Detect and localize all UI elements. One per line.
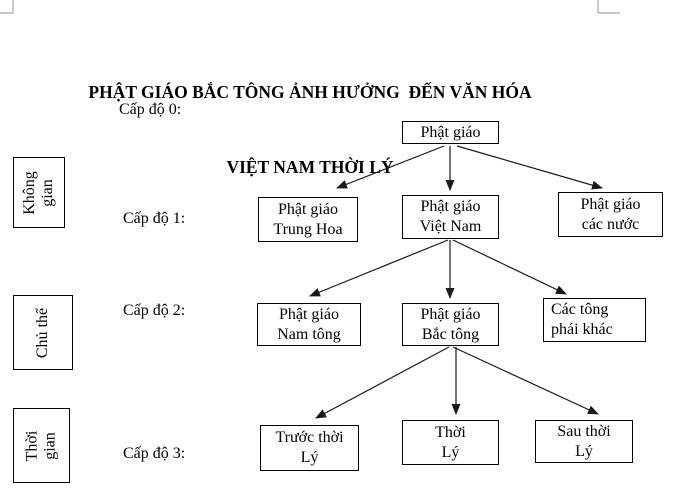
arrow-bac-tong-to-sau-thoi-ly: [452, 346, 599, 415]
level-3-label: Cấp độ 3:: [123, 445, 186, 462]
diagram-title: PHẬT GIÁO BẮC TÔNG ẢNH HƯỞNG ĐẾN VĂN HÓA…: [0, 30, 620, 230]
arrow-bac-tong-to-truoc-thoi-ly: [315, 346, 450, 419]
level-2-label: Cấp độ 2:: [123, 302, 186, 319]
arrow-viet-nam-to-nam-tong: [309, 239, 449, 297]
node-phat-giao-trung-hoa: Phật giáo Trung Hoa: [258, 197, 358, 242]
side-label-time: Thời gian: [23, 430, 59, 461]
crop-mark-top-left-icon: [0, 0, 14, 14]
level-0-label: Cấp độ 0:: [119, 101, 182, 118]
side-label-subject-box: Chủ thể: [13, 295, 73, 370]
title-line-2: VIỆT NAM THỜI LÝ: [226, 157, 394, 177]
node-thoi-ly: Thời Lý: [402, 420, 499, 465]
node-sau-thoi-ly: Sau thời Lý: [535, 420, 633, 463]
node-phat-giao-nam-tong: Phật giáo Nam tông: [257, 303, 361, 346]
node-phat-giao-viet-nam: Phật giáo Việt Nam: [402, 195, 499, 239]
node-phat-giao-bac-tong: Phật giáo Bắc tông: [402, 303, 499, 346]
arrow-viet-nam-to-tong-phai-khac: [452, 239, 567, 295]
node-phat-giao-cac-nuoc: Phật giáo các nước: [558, 192, 663, 237]
side-label-space-box: Không gian: [13, 157, 65, 228]
level-1-label: Cấp độ 1:: [123, 210, 186, 227]
side-label-space: Không gian: [21, 170, 56, 215]
node-phat-giao: Phật giáo: [402, 121, 499, 144]
side-label-subject: Chủ thể: [34, 307, 51, 358]
side-label-time-box: Thời gian: [13, 408, 70, 483]
node-truoc-thoi-ly: Trước thời Lý: [260, 425, 359, 471]
title-line-1: PHẬT GIÁO BẮC TÔNG ẢNH HƯỞNG ĐẾN VĂN HÓA: [88, 82, 532, 102]
crop-mark-top-right-icon: [597, 0, 620, 14]
node-cac-tong-phai-khac: Các tông phái khác: [543, 298, 646, 342]
